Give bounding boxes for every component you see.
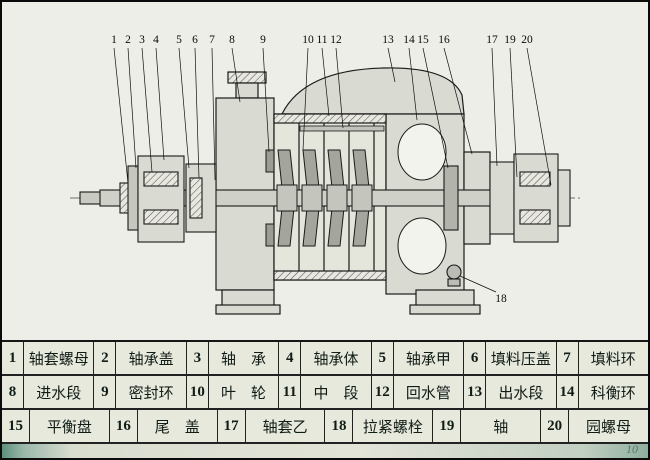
part-name-cell: 轴套螺母 (24, 342, 95, 374)
callout-labels: 1 2 3 4 5 6 7 8 9 10 11 12 13 14 15 16 1… (111, 34, 533, 305)
bearing-left (127, 155, 185, 243)
callout-label: 17 (486, 34, 498, 46)
parts-table-row-1: 1 轴套螺母 2 轴承盖 3 轴 承 4 轴承体 5 轴承甲 6 填料压盖 7 … (2, 342, 648, 376)
callout-label: 12 (330, 34, 342, 46)
callout-label: 10 (302, 34, 314, 46)
part-number-cell: 17 (218, 410, 246, 442)
parts-table: 1 轴套螺母 2 轴承盖 3 轴 承 4 轴承体 5 轴承甲 6 填料压盖 7 … (2, 340, 648, 458)
part-name-cell: 尾 盖 (138, 410, 218, 442)
callout-label: 20 (521, 34, 533, 46)
callout-label: 4 (153, 34, 159, 46)
parts-table-row-2: 8 进水段 9 密封环 10 叶 轮 11 中 段 12 回水管 13 出水段 … (2, 376, 648, 410)
return-pipe (299, 125, 385, 132)
callout-label: 16 (438, 34, 450, 46)
callout-label-18: 18 (495, 293, 507, 305)
part-name-cell: 密封环 (116, 376, 187, 408)
part-name-cell: 科衡环 (590, 385, 636, 402)
part-number-cell: 20 (541, 410, 570, 442)
callout-label: 9 (260, 34, 266, 46)
part-number-cell: 14 (557, 376, 579, 408)
part-name-cell: 填料环 (590, 351, 636, 368)
part-number-cell: 5 (372, 342, 394, 374)
pump-drawing-svg: 1 2 3 4 5 6 7 8 9 10 11 12 13 14 15 16 1… (70, 34, 582, 315)
balance-device (443, 165, 462, 287)
part-name-cell: 拉紧螺栓 (353, 410, 434, 442)
part-number-cell: 16 (110, 410, 138, 442)
part-name-cell: 轴承盖 (116, 342, 187, 374)
part-number-cell: 10 (187, 376, 209, 408)
parts-table-partial-row: 10 (2, 442, 648, 458)
callout-label: 5 (176, 34, 182, 46)
callout-label: 1 (111, 34, 117, 46)
part-number-cell: 15 (2, 410, 30, 442)
callout-label: 11 (316, 34, 327, 46)
impellers (265, 149, 373, 247)
part-name-cell: 平衡盘 (30, 410, 110, 442)
bearing-right (489, 153, 571, 243)
part-number-cell: 6 (464, 342, 487, 374)
parts-table-row-3: 15 平衡盘 16 尾 盖 17 轴套乙 18 拉紧螺栓 19 轴 20 园螺母 (2, 410, 648, 444)
part-number-cell: 3 (187, 342, 209, 374)
part-name-cell: 园螺母 (586, 419, 632, 436)
part-number-cell: 13 (464, 376, 487, 408)
callout-label: 2 (125, 34, 131, 46)
callout-label: 8 (229, 34, 235, 46)
part-name-cell: 中 段 (301, 376, 372, 408)
part-number-cell: 7 (557, 342, 579, 374)
part-name-cell: 轴套乙 (246, 410, 326, 442)
part-number-cell: 12 (372, 376, 394, 408)
part-name-cell: 填料压盖 (486, 342, 557, 374)
part-name-cell: 轴承体 (301, 342, 372, 374)
part-name-cell: 轴承甲 (394, 342, 465, 374)
part-name-cell: 出水段 (486, 376, 557, 408)
callout-label: 13 (382, 34, 394, 46)
part-number-cell: 2 (94, 342, 117, 374)
leader-lines (113, 47, 552, 293)
part-number-cell: 4 (279, 342, 302, 374)
page-number-faint: 10 (626, 442, 638, 456)
callout-label: 19 (504, 34, 516, 46)
pump-cross-section-drawing: 1 2 3 4 5 6 7 8 9 10 11 12 13 14 15 16 1… (2, 2, 648, 340)
callout-label: 6 (192, 34, 198, 46)
part-number-cell: 1 (2, 342, 24, 374)
stuffing-box-left (185, 163, 217, 233)
part-name-cell: 进水段 (24, 376, 95, 408)
part-name-cell: 叶 轮 (209, 376, 280, 408)
callout-label: 7 (209, 34, 215, 46)
part-number-cell: 9 (94, 376, 117, 408)
callout-label: 14 (403, 34, 415, 46)
callout-label: 3 (139, 34, 145, 46)
part-number-cell: 11 (279, 376, 302, 408)
part-number-cell: 19 (433, 410, 462, 442)
part-number-cell: 8 (2, 376, 24, 408)
part-name-cell: 回水管 (394, 376, 465, 408)
part-number-cell: 18 (325, 410, 354, 442)
part-name-cell: 轴 承 (209, 342, 280, 374)
callout-label: 15 (417, 34, 429, 46)
part-name-cell: 轴 (461, 410, 542, 442)
